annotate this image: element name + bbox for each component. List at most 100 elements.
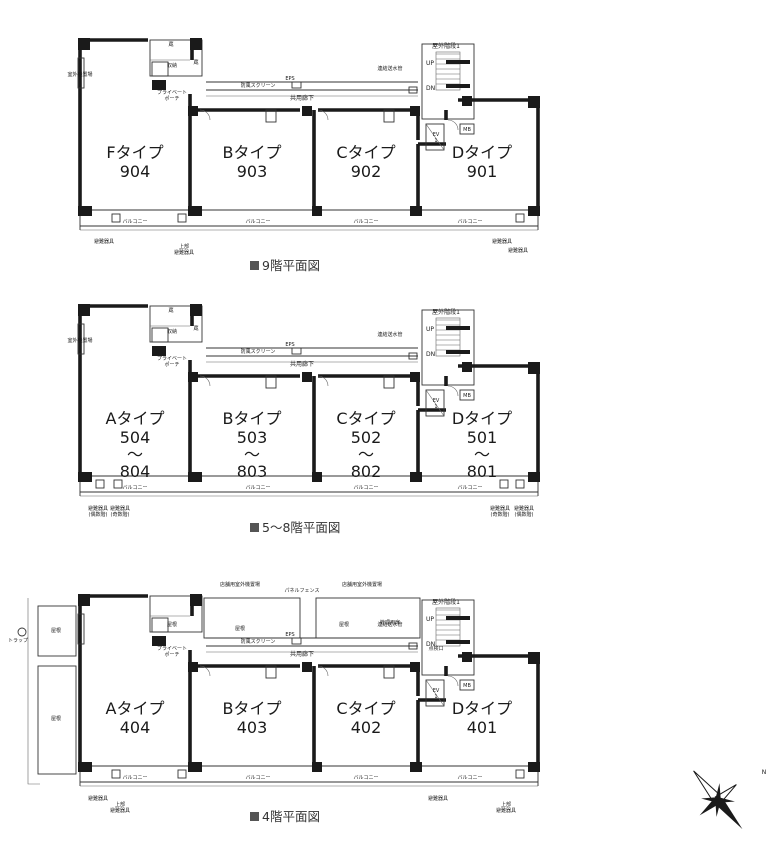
unit-type-label: Cタイプ [336, 699, 395, 718]
floor-title: 5～8階平面図 [262, 520, 340, 535]
door-swing [317, 375, 329, 387]
structural-column [190, 38, 202, 50]
escape-device-label: 避難器具 [428, 795, 448, 802]
mb-box [152, 80, 166, 90]
escape-odd-label: 避難器具(奇数階) [110, 505, 130, 518]
structural-column [528, 206, 540, 216]
unit-type-label: Bタイプ [223, 143, 282, 162]
eps-label: EPS [285, 632, 294, 638]
elevator [425, 389, 445, 417]
outdoor-machine-label: 室外機置場 [67, 71, 92, 78]
elevator [425, 679, 445, 707]
stair-landing [446, 350, 470, 354]
mb-box [265, 375, 277, 389]
unit-room-number: 402 [351, 718, 382, 737]
door-swing [199, 375, 211, 387]
unit-room-number: 904 [120, 162, 151, 181]
window-strip [77, 323, 85, 355]
structural-column [528, 472, 540, 482]
storage-block [149, 595, 203, 633]
corridor-label: 共用廊下 [290, 360, 314, 368]
escape-hatch [515, 213, 525, 223]
stair-flights [435, 607, 461, 647]
storage-block [149, 305, 203, 343]
unit-type-label: Bタイプ [223, 409, 282, 428]
panel-fence-label: パネルフェンス [285, 588, 320, 594]
title-bullet [250, 523, 259, 532]
balcony-label: バルコニー [354, 485, 379, 491]
left-parapet [27, 598, 40, 785]
stair-up-label: UP [426, 326, 434, 333]
stair-down-label: DN [426, 85, 435, 92]
mb-label: MB [463, 393, 471, 399]
upper-escape-label: 上部避難器具 [174, 243, 194, 256]
mb-box [265, 665, 277, 679]
structural-column [78, 304, 90, 316]
structural-column [462, 362, 472, 372]
stairs-label: 屋外階段1 [432, 308, 460, 316]
door-swing [199, 665, 211, 677]
stair-flights [435, 317, 461, 357]
unit-room-number: 802 [351, 462, 382, 481]
roof-label: 屋根 [51, 627, 61, 634]
escape-hatch [499, 479, 509, 489]
door-swing [317, 109, 329, 121]
floor-plan-f5: 屋外階段1UPDN蔵蔵収納共用廊下防風スクリーンEPS連結送水管室外機置場MBプ… [67, 304, 540, 518]
management-door-label: 管理用扉 [380, 619, 400, 626]
north-label: N [762, 769, 767, 776]
unit-room-number: 〜 [474, 445, 490, 464]
unit-type-label: Fタイプ [106, 143, 163, 162]
stair-flights [435, 51, 461, 91]
escape-device-label: 避難器具 [508, 247, 528, 254]
eps-shaft [291, 347, 302, 355]
unit-room-number: 902 [351, 162, 382, 181]
trap-fixture [17, 627, 27, 637]
structural-column [528, 362, 540, 374]
kura-label: 蔵 [193, 59, 198, 66]
unit-room-number: 801 [467, 462, 498, 481]
wind-screen-label: 防風スクリーン [241, 638, 276, 645]
window-strip [77, 57, 85, 89]
stair-down-label: DN [426, 351, 435, 358]
upper-escape-label: 上部避難器具 [110, 801, 130, 814]
stair-landing [446, 326, 470, 330]
structural-column [190, 594, 202, 606]
stair-landing [446, 60, 470, 64]
structural-column [462, 96, 472, 106]
floor-plan-f4: 屋外階段1UPDN共用廊下防風スクリーンEPS連結送水管MBプライベートポーチM… [8, 581, 540, 814]
unit-room-number: 504 [120, 428, 151, 447]
structural-column [410, 206, 422, 216]
structural-column [410, 762, 422, 772]
storage-label: 収納 [167, 328, 177, 335]
shop-outdoor-label: 店舗用室外機置場 [342, 581, 382, 588]
structural-column [312, 472, 322, 482]
stair-up-label: UP [426, 60, 434, 67]
mb-label: MB [463, 683, 471, 689]
unit-type-label: Cタイプ [336, 143, 395, 162]
balcony-label: バルコニー [246, 485, 271, 491]
balcony-label: バルコニー [123, 485, 148, 491]
escape-hatch [177, 213, 187, 223]
structural-column [302, 106, 312, 116]
unit-type-label: Aタイプ [106, 409, 165, 428]
unit-room-number: 401 [467, 718, 498, 737]
structural-column [312, 762, 322, 772]
structural-column [78, 38, 90, 50]
structural-column [188, 472, 202, 482]
kura-label: 蔵 [168, 307, 173, 314]
structural-column [188, 372, 198, 382]
escape-device-label: 避難器具 [88, 795, 108, 802]
structural-column [462, 652, 472, 662]
stair-down-label: DN [426, 641, 435, 648]
corridor-label: 共用廊下 [290, 94, 314, 102]
